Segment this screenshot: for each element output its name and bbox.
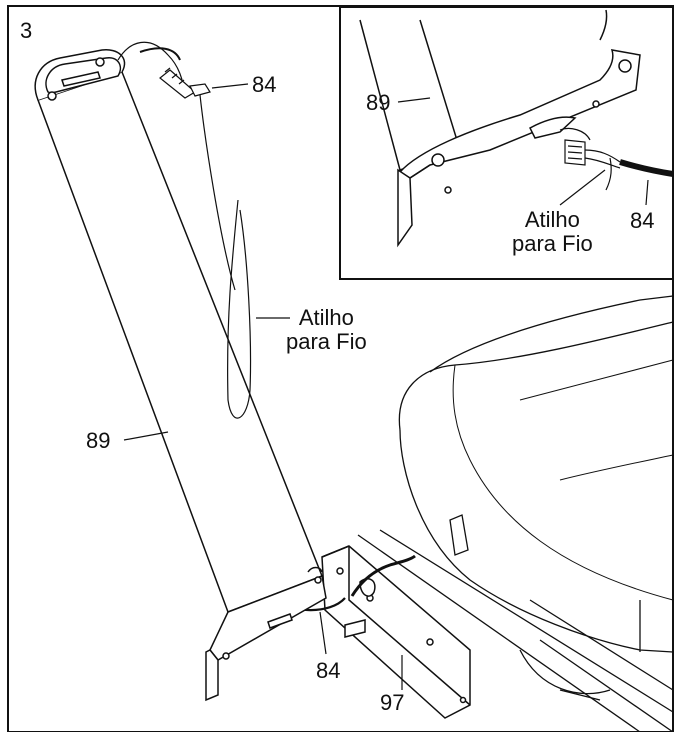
part-label-84-inset: 84 [630,208,655,233]
wire-tie-label-inset: Atilho para Fio [512,208,593,256]
wire-tie-label-inset-line2: para Fio [512,231,593,256]
part-label-89-main: 89 [86,428,111,453]
upright-main [34,49,327,702]
part-label-84-top: 84 [252,72,277,97]
wire-tie-label-main-line1: Atilho [298,305,354,330]
wire-tie-label-main-line2: para Fio [286,329,367,354]
leader-lines [123,83,649,690]
part-label-84-bottom: 84 [316,658,341,683]
main-wire-tie [117,41,252,419]
wire-tie-label-main: Atilho para Fio [286,306,367,354]
wire-tie-label-inset-line1: Atilho [524,207,580,232]
inset-detail [339,6,674,280]
treadmill-base [357,295,674,733]
step-number: 3 [20,18,33,43]
frame-rail [321,545,471,719]
part-label-89-inset: 89 [366,90,391,115]
part-label-97: 97 [380,690,405,715]
